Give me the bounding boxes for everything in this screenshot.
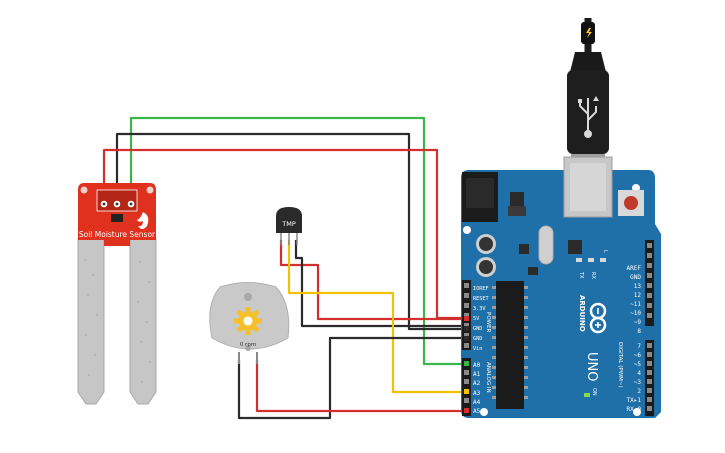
- wire-black-tmp-gnd[interactable]: [294, 240, 468, 328]
- pin-d9[interactable]: ~9: [634, 319, 642, 326]
- pin-a5[interactable]: A5: [473, 408, 481, 415]
- tx-led-label: TX: [578, 271, 584, 279]
- temperature-sensor[interactable]: TMP: [276, 207, 302, 245]
- pin-d4[interactable]: 4: [637, 370, 641, 377]
- wire-red-tmp-vcc[interactable]: [279, 240, 468, 321]
- pin-3v3[interactable]: 3.3V: [473, 306, 486, 312]
- digital-header-title: DIGITAL (PWM~): [617, 342, 623, 388]
- pin-d13[interactable]: 13: [634, 283, 642, 290]
- pin-gnd-2[interactable]: GND: [473, 336, 482, 342]
- pin-vin[interactable]: Vin: [473, 346, 482, 352]
- tmp-label: TMP: [281, 220, 296, 228]
- pin-gnd-1[interactable]: GND: [473, 326, 482, 332]
- pin-aref[interactable]: AREF: [627, 265, 642, 272]
- wire-black-soil-gnd[interactable]: [115, 132, 468, 331]
- pin-a1[interactable]: A1: [473, 371, 481, 378]
- rx-led-label: RX: [590, 272, 596, 279]
- wire-black-motor-gnd[interactable]: [237, 336, 468, 420]
- wire-yellow-tmp-vout[interactable]: [287, 240, 468, 394]
- pin-d5[interactable]: ~5: [634, 361, 642, 368]
- pin-d2[interactable]: 2: [637, 388, 641, 395]
- capacitor: [476, 234, 496, 277]
- wire-green-soil-signal[interactable]: [129, 116, 468, 366]
- dc-motor[interactable]: 0 rpm: [209, 282, 290, 365]
- wires: [102, 116, 468, 420]
- pin-ioref[interactable]: IOREF: [473, 286, 489, 292]
- arduino-model: UNO: [584, 352, 599, 381]
- pin-a3[interactable]: A3: [473, 390, 481, 397]
- digital-header-bottom: 7 ~6 ~5 4 ~3 2 TX▸1 RX◂0: [627, 340, 654, 416]
- wire-red-soil-vcc[interactable]: [102, 148, 468, 320]
- pin-d10[interactable]: ~10: [630, 310, 641, 317]
- soil-moisture-sensor[interactable]: Soil Moisture Sensor: [77, 183, 157, 405]
- wire-endpoints: [464, 316, 469, 413]
- pin-d3[interactable]: ~3: [634, 379, 642, 386]
- sensor-prong-right: [129, 237, 157, 405]
- wire-red-motor[interactable]: [255, 360, 468, 413]
- tmp-body: [276, 207, 302, 233]
- status-leds: TX RX L ON: [576, 250, 608, 397]
- pin-d6[interactable]: ~6: [634, 352, 642, 359]
- pin-a0[interactable]: A0: [473, 362, 481, 369]
- pin-gnd-digital[interactable]: GND: [630, 274, 641, 281]
- pin-5v[interactable]: 5V: [473, 316, 479, 322]
- l-led-label: L: [602, 250, 608, 253]
- atmega-chip: [496, 281, 524, 409]
- pin-d11[interactable]: ~11: [630, 301, 641, 308]
- sparkfun-flame-icon: [137, 212, 149, 229]
- gear-icon: [234, 307, 262, 335]
- arduino-uno-board[interactable]: TX RX L ON ARDUINO UNO DIGITAL (PWM~): [461, 156, 661, 418]
- pin-d7[interactable]: 7: [637, 343, 641, 350]
- analog-header-title: ANALOG IN: [485, 362, 491, 393]
- on-led-label: ON: [591, 388, 597, 396]
- motor-rpm-label: 0 rpm: [240, 342, 256, 348]
- pin-a4[interactable]: A4: [473, 399, 481, 406]
- pin-reset[interactable]: RESET: [473, 296, 489, 302]
- pin-d1-tx[interactable]: TX▸1: [627, 397, 642, 404]
- usb-cable[interactable]: [567, 18, 609, 164]
- pin-d12[interactable]: 12: [634, 292, 642, 299]
- crystal-oscillator: [538, 225, 554, 265]
- power-header: IOREF RESET 3.3V 5V GND GND Vin POWER: [462, 280, 491, 352]
- pin-d8[interactable]: 8: [637, 328, 641, 335]
- digital-header-top: AREF GND 13 12 ~11 ~10 ~9 8: [627, 240, 654, 335]
- pin-d0-rx[interactable]: RX◂0: [627, 406, 642, 413]
- arduino-logo-icon: [589, 302, 607, 334]
- lightning-icon: [586, 28, 592, 38]
- power-header-title: POWER: [485, 312, 491, 333]
- soil-sensor-label: Soil Moisture Sensor: [79, 230, 156, 239]
- pin-a2[interactable]: A2: [473, 380, 481, 387]
- sensor-prong-left: [77, 237, 105, 405]
- arduino-brand: ARDUINO: [578, 295, 586, 332]
